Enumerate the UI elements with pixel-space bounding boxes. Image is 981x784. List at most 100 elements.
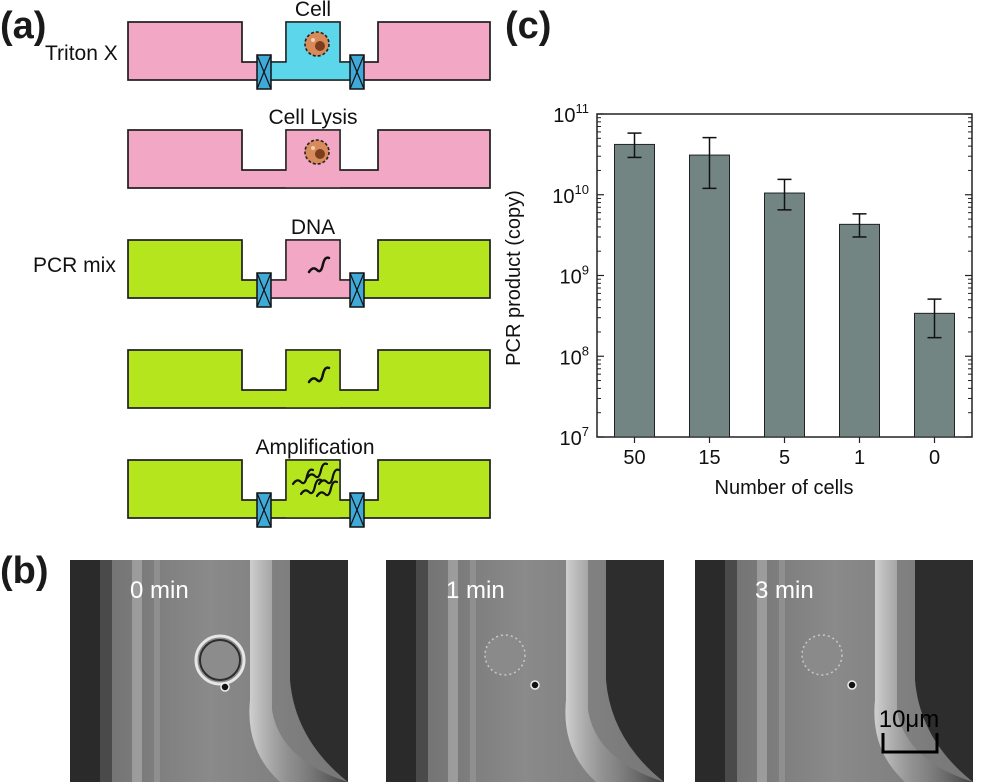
bar xyxy=(689,154,730,438)
debris-particle xyxy=(847,680,857,690)
chamber-neck xyxy=(268,280,354,298)
dna-strand-icon xyxy=(317,468,341,486)
x-tick-label: 50 xyxy=(623,447,645,469)
dna-strand-icon xyxy=(305,462,329,480)
lysed-cell-image xyxy=(801,634,843,676)
y-tick-base: 10 xyxy=(553,105,575,127)
chamber-fill xyxy=(286,460,340,518)
stage-2: Cell Lysis xyxy=(127,106,491,189)
channel-wall-edge xyxy=(725,560,737,782)
streak xyxy=(757,560,767,782)
side-label-triton: Triton X xyxy=(45,42,118,65)
cell-image xyxy=(194,634,246,686)
y-tick-label: 1011 xyxy=(553,101,589,127)
stage-label: DNA xyxy=(291,216,335,239)
channel-outline xyxy=(127,21,491,81)
channel-outline xyxy=(127,349,491,409)
chamber-neck xyxy=(268,62,354,80)
channel-outline xyxy=(127,239,491,299)
cell-icon xyxy=(304,31,330,57)
stage-5: Amplification xyxy=(127,436,491,528)
debris-particle xyxy=(530,680,540,690)
dna-strand-icon xyxy=(315,480,339,498)
channel-wall-edge xyxy=(100,560,112,782)
valve-left xyxy=(256,492,272,528)
time-label: 1 min xyxy=(446,577,505,604)
channel-dark-right xyxy=(915,560,973,782)
y-tick-base: 10 xyxy=(552,186,574,208)
micrograph-panel: 0 min 1 min 3 min 10μm xyxy=(70,560,973,782)
stage-3: DNA xyxy=(127,216,491,308)
micrograph-frame-2: 1 min xyxy=(386,560,664,782)
y-tick-label: 108 xyxy=(560,343,589,369)
stage-4 xyxy=(127,349,491,409)
side-label-pcr-mix: PCR mix xyxy=(33,254,116,277)
error-bar xyxy=(702,136,717,190)
channel-wall-left xyxy=(70,560,100,782)
stage-label: Cell xyxy=(295,0,331,21)
scale-bar-label: 10μm xyxy=(879,706,940,733)
channel-wall-right xyxy=(565,560,664,782)
lysed-cell-image xyxy=(484,634,526,676)
cell-edge xyxy=(199,639,241,681)
cell-organelle xyxy=(311,38,315,42)
channel-wall-right xyxy=(249,560,348,782)
valve-cross xyxy=(349,492,365,528)
valve-cross xyxy=(349,272,365,308)
stage-1: Cell xyxy=(127,0,491,90)
channel-wall-left xyxy=(386,560,416,782)
time-label: 3 min xyxy=(755,577,814,604)
channel-wall-right xyxy=(874,560,973,782)
cell-nucleus xyxy=(315,149,325,159)
y-tick-exponent: 11 xyxy=(576,101,590,116)
panel-label-c: (c) xyxy=(505,5,551,47)
error-bar xyxy=(777,178,792,211)
y-tick-base: 10 xyxy=(560,428,582,450)
bar xyxy=(614,143,655,438)
valve-cross xyxy=(256,492,272,528)
channel-outline xyxy=(127,459,491,519)
valve-cross xyxy=(349,54,365,90)
y-tick-exponent: 7 xyxy=(582,424,589,439)
x-tick-label: 5 xyxy=(779,447,790,469)
dna-strand-icon xyxy=(291,468,315,486)
stage-label: Cell Lysis xyxy=(268,106,357,129)
valve-left xyxy=(256,54,272,90)
channel-wall-left xyxy=(695,560,725,782)
cell-organelle xyxy=(311,146,315,150)
y-axis-label: PCR product (copy) xyxy=(503,190,525,366)
y-tick-label: 1010 xyxy=(552,182,589,208)
scale-bar: 10μm xyxy=(879,706,940,754)
error-bar xyxy=(852,213,867,238)
error-bar xyxy=(927,298,942,339)
y-tick-label: 109 xyxy=(560,263,589,289)
micrograph-frame-1: 0 min xyxy=(70,560,348,782)
streak xyxy=(448,560,458,782)
valve-right xyxy=(349,492,365,528)
x-tick-label: 1 xyxy=(854,447,865,469)
valve-left xyxy=(256,272,272,308)
time-label: 0 min xyxy=(130,577,189,604)
x-tick-label: 15 xyxy=(698,447,720,469)
bar xyxy=(764,192,805,438)
stage-label: Amplification xyxy=(255,436,374,459)
micrograph-frame-3: 3 min xyxy=(695,560,973,782)
bar xyxy=(839,223,880,438)
cell-nucleus xyxy=(315,41,325,51)
x-axis-label: Number of cells xyxy=(715,477,854,499)
channel-wall-edge xyxy=(416,560,428,782)
valve-right xyxy=(349,272,365,308)
channel-dark-right xyxy=(606,560,664,782)
x-tick-label: 0 xyxy=(929,447,940,469)
y-tick-exponent: 10 xyxy=(575,182,589,197)
channel-outline xyxy=(127,129,491,189)
streak xyxy=(132,560,142,782)
valve-right xyxy=(349,54,365,90)
panel-label-b: (b) xyxy=(0,550,49,592)
streak xyxy=(779,560,785,782)
x-axis-ticks: 50 15 5 1 0 xyxy=(623,437,940,469)
